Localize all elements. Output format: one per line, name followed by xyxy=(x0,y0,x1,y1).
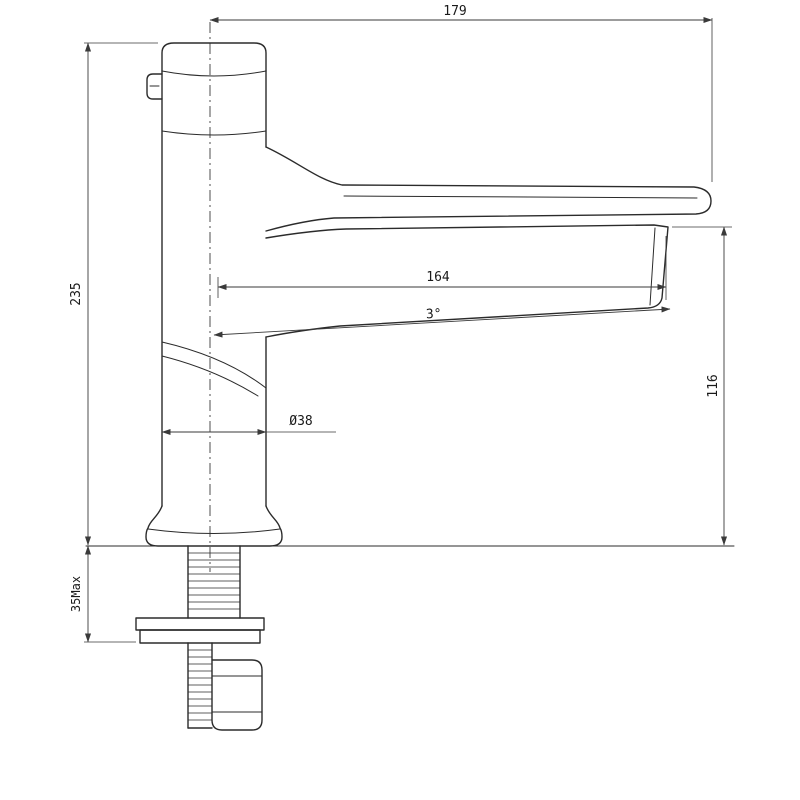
faucet-body-joint-curve xyxy=(161,130,267,136)
dim-label-total-height: 235 xyxy=(69,282,84,305)
faucet-lever-stub xyxy=(146,73,163,100)
dim-label-spout-reach: 164 xyxy=(426,270,450,285)
lower-shank xyxy=(187,642,213,729)
faucet-handle-inner-line xyxy=(343,195,698,199)
dim-label-spout-angle: 3° xyxy=(426,307,442,323)
faucet-cap-bottom-curve xyxy=(161,70,267,77)
hose-connector xyxy=(211,659,263,731)
dimension-total-height: 235 xyxy=(69,42,158,546)
angle-line xyxy=(213,306,671,338)
dim-label-spout-height: 116 xyxy=(706,374,721,397)
faucet-spout-outlet-line xyxy=(649,227,656,306)
mounting-nut xyxy=(139,629,261,644)
faucet-body-curve-2 xyxy=(161,355,259,397)
faucet-body-curve-1 xyxy=(161,341,267,389)
faucet-drawing xyxy=(85,22,735,731)
faucet-base-inner-curve xyxy=(147,528,281,534)
dimension-body-diameter: Ø38 xyxy=(161,414,336,436)
dimension-top-width: 179 xyxy=(209,4,713,182)
dim-label-deck-thickness: 35Max xyxy=(69,576,83,612)
dim-label-body-diameter: Ø38 xyxy=(289,414,312,429)
threaded-shank xyxy=(187,545,241,619)
dim-label-top-width: 179 xyxy=(443,4,466,19)
dimension-spout-angle: 3° xyxy=(213,306,671,338)
dimension-deck-thickness: 35Max xyxy=(69,545,136,643)
faucet-handle-arm xyxy=(265,146,712,232)
faucet-top-cap xyxy=(161,42,267,72)
dimension-spout-reach: 164 xyxy=(217,236,667,300)
faucet-base xyxy=(145,505,283,547)
mounting-washer xyxy=(135,617,265,631)
dimension-spout-height: 116 xyxy=(672,226,732,546)
